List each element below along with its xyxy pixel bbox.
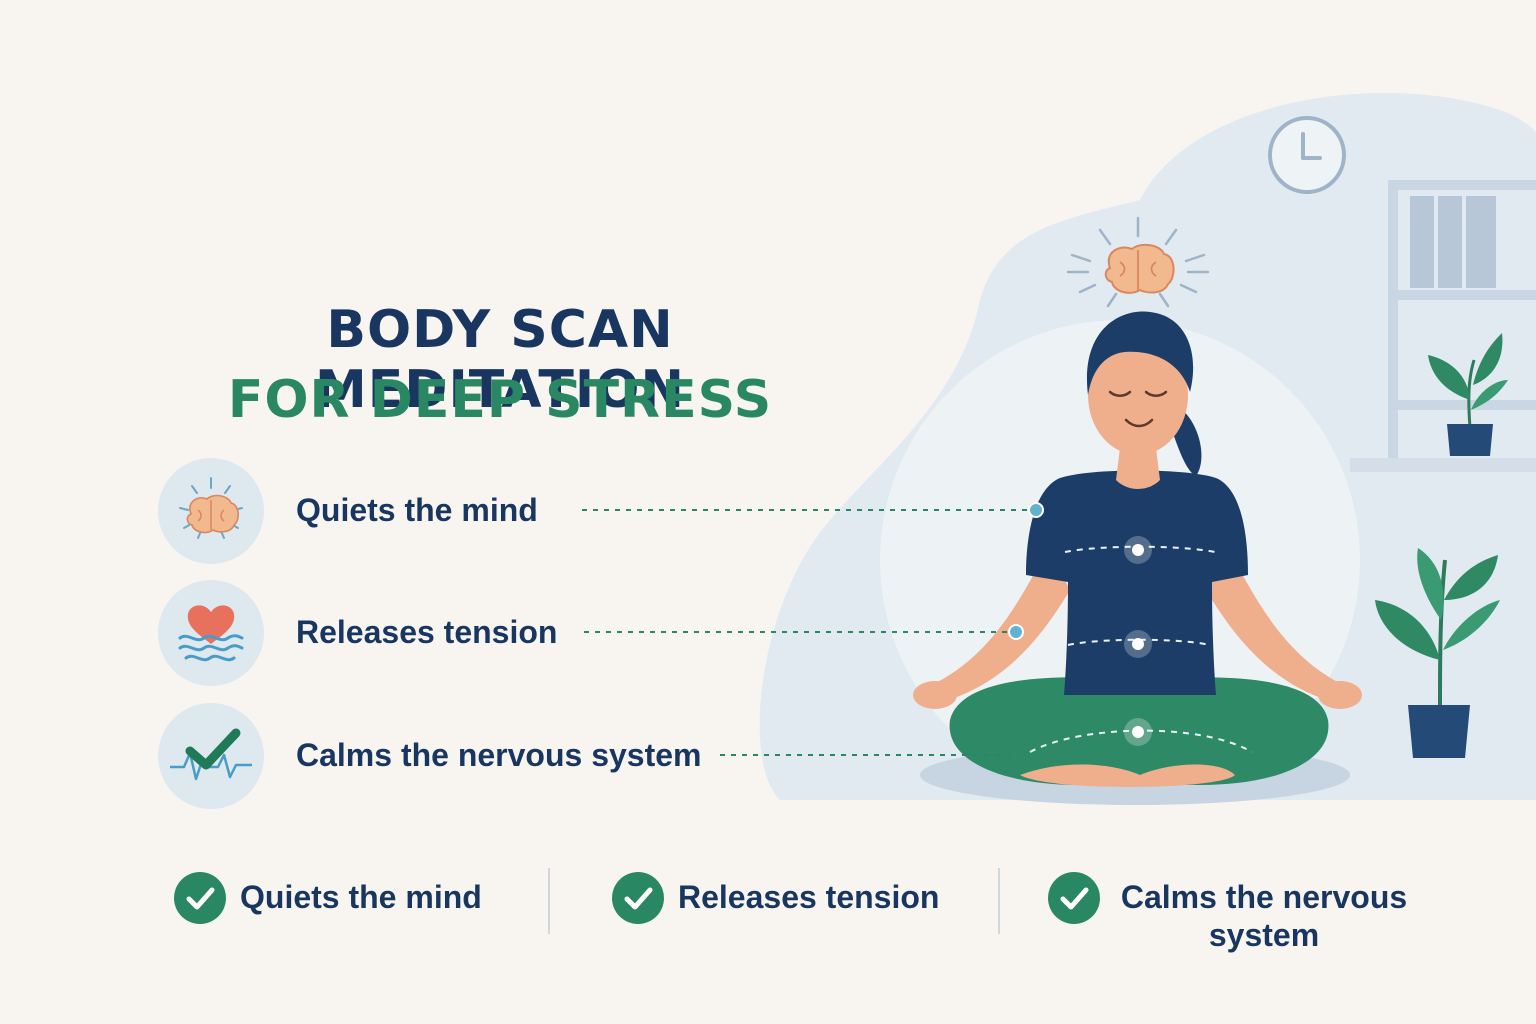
title-line-1: BODY SCAN MEDITATION bbox=[315, 300, 685, 420]
footer-item-mind: Quiets the mind bbox=[174, 872, 482, 924]
connector-lines bbox=[582, 509, 1030, 756]
benefit-label-nervous: Calms the nervous system bbox=[296, 737, 702, 773]
figure-arm-left bbox=[925, 548, 1070, 705]
heart-waves-icon bbox=[158, 580, 264, 686]
benefit-label-tension: Releases tension bbox=[296, 614, 558, 650]
clock-icon bbox=[1268, 116, 1346, 194]
figure-head bbox=[1088, 335, 1188, 455]
footer-label: Quiets the mind bbox=[240, 879, 482, 915]
footer-label: Releases tension bbox=[678, 879, 940, 915]
check-circle-icon bbox=[1048, 872, 1100, 924]
figure-arm-right bbox=[1206, 548, 1350, 705]
figure-torso bbox=[1026, 470, 1248, 695]
footer-label: Calms the nervous system bbox=[1120, 879, 1408, 953]
connector-dots bbox=[1008, 502, 1044, 640]
check-circle-icon bbox=[174, 872, 226, 924]
plant-large-icon bbox=[1375, 548, 1500, 758]
footer-divider bbox=[998, 868, 1000, 934]
brain-glow-icon bbox=[1066, 216, 1210, 308]
title-line-2: FOR DEEP STRESS bbox=[227, 370, 773, 430]
glow-points bbox=[1124, 536, 1152, 746]
footer-divider bbox=[548, 868, 550, 934]
brain-icon bbox=[158, 458, 264, 564]
bookshelf bbox=[1350, 180, 1536, 472]
footer-item-nervous: Calms the nervous system bbox=[1048, 872, 1414, 954]
benefit-label-mind: Quiets the mind bbox=[296, 492, 538, 528]
check-wave-icon bbox=[158, 703, 264, 809]
footer-item-tension: Releases tension bbox=[612, 872, 939, 924]
plant-small-icon bbox=[1428, 333, 1508, 456]
check-circle-icon bbox=[612, 872, 664, 924]
